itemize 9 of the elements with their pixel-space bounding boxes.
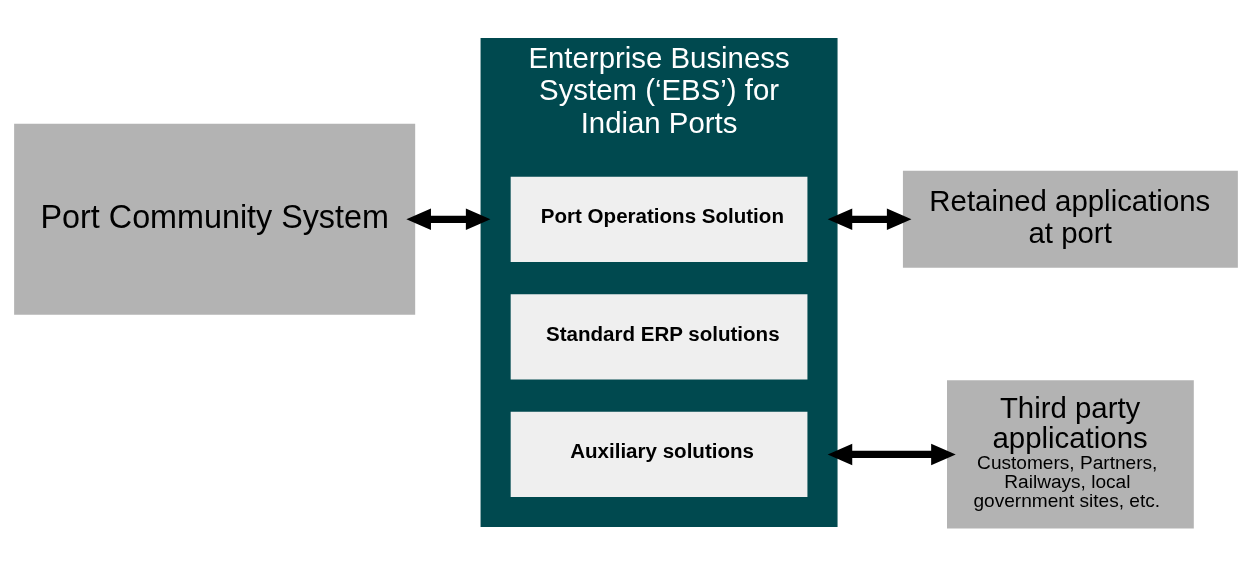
- node-box: Retained applications at port: [902, 170, 1238, 268]
- node-box: Port Operations Solution: [510, 176, 808, 262]
- node-box: Port Community System: [14, 123, 416, 315]
- node-box: Standard ERP solutions: [510, 294, 808, 380]
- arrow: [406, 208, 491, 231]
- arrow: [827, 443, 956, 466]
- node-box: Auxiliary solutions: [510, 411, 808, 497]
- arrow: [827, 208, 912, 231]
- node-box: Third party applications Customers, Partners, Railways, local government sites, etc.: [947, 380, 1194, 529]
